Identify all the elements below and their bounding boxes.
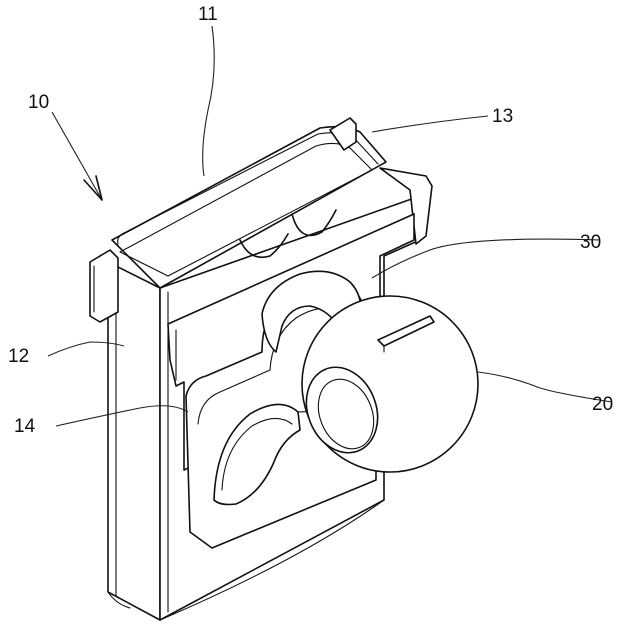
label-body: 12 — [8, 346, 29, 367]
label-top: 11 — [198, 4, 218, 25]
label-assembly: 10 — [28, 92, 49, 113]
label-channel: 14 — [14, 416, 36, 437]
housing-left-wall — [108, 262, 160, 620]
left-flange-tab — [90, 250, 118, 322]
label-socket: 30 — [580, 232, 601, 253]
label-ball: 20 — [592, 394, 613, 415]
label-tab: 13 — [492, 106, 513, 127]
